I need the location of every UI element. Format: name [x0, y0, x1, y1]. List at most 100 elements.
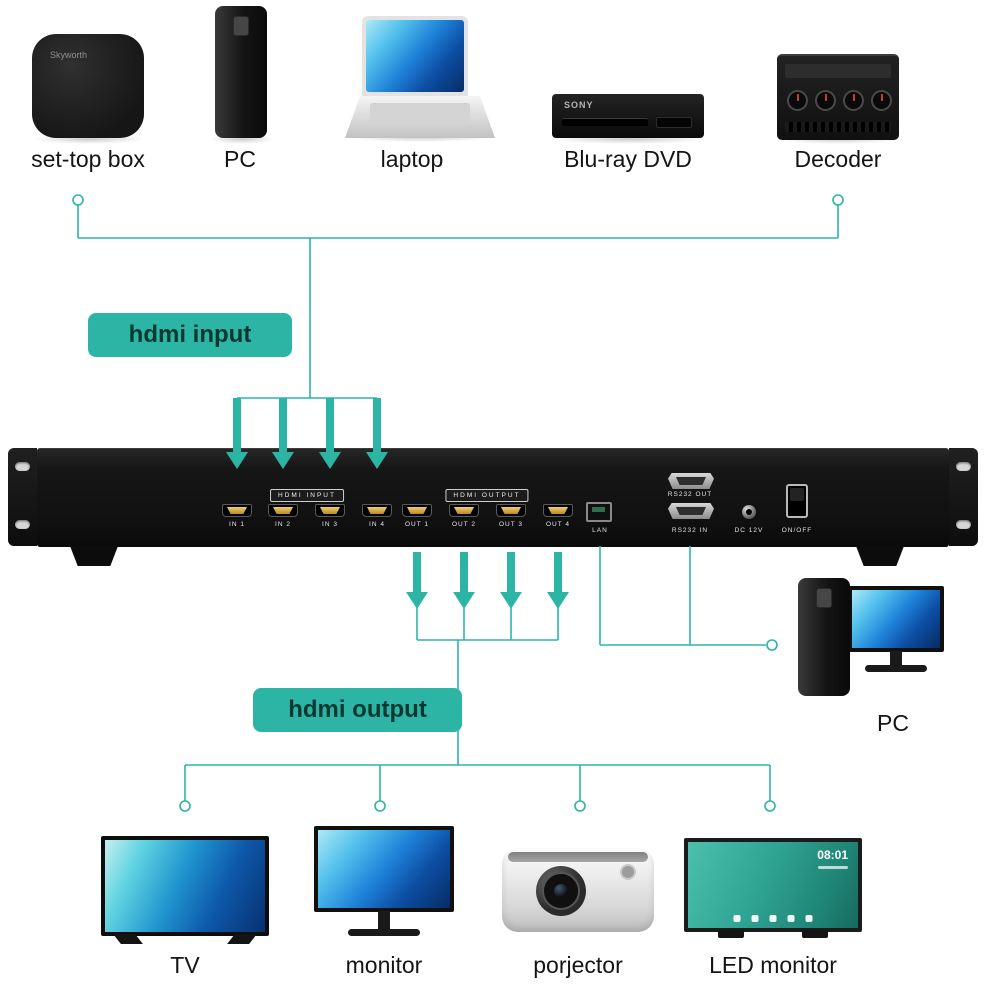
led-screen-icons: [733, 915, 813, 922]
label-pc-right: PC: [877, 710, 909, 736]
decoder-gauge: [787, 90, 808, 111]
rack-ear-left: [8, 448, 37, 546]
decoder-image: [777, 54, 899, 140]
hdmi-output-group-title: HDMI OUTPUT: [445, 489, 529, 502]
disc-tray: [562, 118, 648, 126]
laptop-base: [345, 96, 495, 138]
label-tv: TV: [170, 952, 200, 978]
hdmi-port-out2: OUT 2: [448, 504, 480, 528]
label-bluray-dvd: Blu-ray DVD: [564, 146, 692, 172]
label-monitor: monitor: [345, 952, 423, 978]
led-screen-clock: 08:01: [817, 848, 848, 862]
hdmi-gold-tab: [407, 507, 427, 514]
hdmi-port-out1: OUT 1: [401, 504, 433, 528]
hdmi-port-in4: IN 4: [361, 504, 393, 528]
hdmi-connector: [268, 504, 298, 517]
dc-label: DC 12V: [734, 527, 764, 534]
rack-foot: [856, 546, 904, 566]
projector-lens-ring: [542, 872, 580, 910]
matrix-switcher-chassis: HDMI INPUT HDMI OUTPUT IN 1 IN 2 IN 3 IN…: [37, 448, 949, 547]
pc-monitor-stand: [890, 651, 902, 665]
pc-tower-logo: [233, 16, 249, 36]
pc-tower-logo: [816, 588, 832, 608]
hdmi-connector: [449, 504, 479, 517]
label-laptop: laptop: [380, 146, 444, 172]
power-label: ON/OFF: [781, 527, 813, 534]
set-top-box-brand: Skyworth: [50, 50, 88, 60]
hdmi-gold-tab: [454, 507, 474, 514]
hdmi-connector: [543, 504, 573, 517]
mount-hole: [956, 462, 971, 471]
monitor-image: [314, 826, 454, 936]
label-set-top-box: set-top box: [31, 146, 145, 172]
hdmi-gold-tab: [548, 507, 568, 514]
hdmi-connector: [402, 504, 432, 517]
mount-hole: [956, 520, 971, 529]
tv-screen: [101, 836, 269, 936]
bluray-player-image: SONY: [552, 94, 704, 138]
decoder-panel-strip: [785, 64, 891, 78]
laptop-image: [345, 16, 495, 140]
rs232-in-label: RS232 IN: [671, 527, 709, 534]
monitor-base: [348, 929, 420, 936]
projector-button: [620, 864, 636, 880]
hdmi-gold-tab: [367, 507, 387, 514]
hdmi-connector: [315, 504, 345, 517]
laptop-keyboard: [370, 103, 470, 123]
led-monitor-foot: [718, 930, 744, 938]
hdmi-port-in3: IN 3: [314, 504, 346, 528]
port-label-in1: IN 1: [229, 521, 245, 528]
bluray-brand: SONY: [564, 100, 594, 110]
port-label-in4: IN 4: [369, 521, 385, 528]
port-label-in3: IN 3: [322, 521, 338, 528]
monitor-stand: [378, 911, 390, 929]
pc-tower-image: [215, 6, 267, 138]
hdmi-connector: [222, 504, 252, 517]
hdmi-connector: [362, 504, 392, 517]
rs232-in-port: [668, 503, 714, 519]
pc-monitor-image: [848, 586, 944, 672]
led-monitor-screen: 08:01: [684, 838, 862, 932]
hdmi-input-tag: hdmi input: [88, 313, 292, 357]
projector-lens: [536, 866, 586, 916]
pc-monitor-base: [865, 665, 927, 672]
monitor-screen: [314, 826, 454, 912]
pc-monitor-screen: [848, 586, 944, 652]
hdmi-gold-tab: [273, 507, 293, 514]
laptop-screen: [362, 16, 468, 96]
hdmi-gold-tab: [320, 507, 340, 514]
rs232-out-label: RS232 OUT: [667, 491, 713, 498]
hdmi-port-out3: OUT 3: [495, 504, 527, 528]
hdmi-output-arrows: [406, 552, 569, 609]
shadow: [553, 134, 705, 144]
projector-image: [502, 848, 654, 932]
label-led-monitor: LED monitor: [709, 952, 837, 978]
label-pc: PC: [224, 146, 256, 172]
tv-image: [101, 836, 269, 944]
lan-port: [586, 502, 612, 522]
led-monitor-image: 08:01: [684, 838, 862, 938]
port-label-out4: OUT 4: [545, 521, 571, 528]
decoder-gauge: [843, 90, 864, 111]
mount-hole: [15, 520, 30, 529]
label-projector: porjector: [533, 952, 623, 978]
rs232-out-port: [668, 473, 714, 489]
power-switch: [786, 484, 808, 518]
hdmi-input-group-title: HDMI INPUT: [270, 489, 344, 502]
dc-power-jack: [742, 505, 756, 519]
lan-label: LAN: [592, 527, 608, 534]
set-top-box-image: Skyworth: [32, 34, 144, 138]
projector-lens-glass: [554, 884, 568, 898]
hdmi-output-tag: hdmi output: [253, 688, 462, 732]
mount-hole: [15, 462, 30, 471]
port-label-in2: IN 2: [275, 521, 291, 528]
hdmi-port-in1: IN 1: [221, 504, 253, 528]
bluray-display-window: [656, 117, 692, 128]
hdmi-gold-tab: [501, 507, 521, 514]
rack-foot: [70, 546, 118, 566]
hdmi-connector: [496, 504, 526, 517]
shadow: [34, 134, 144, 144]
decoder-gauge: [871, 90, 892, 111]
hdmi-port-in2: IN 2: [267, 504, 299, 528]
port-label-out1: OUT 1: [404, 521, 430, 528]
